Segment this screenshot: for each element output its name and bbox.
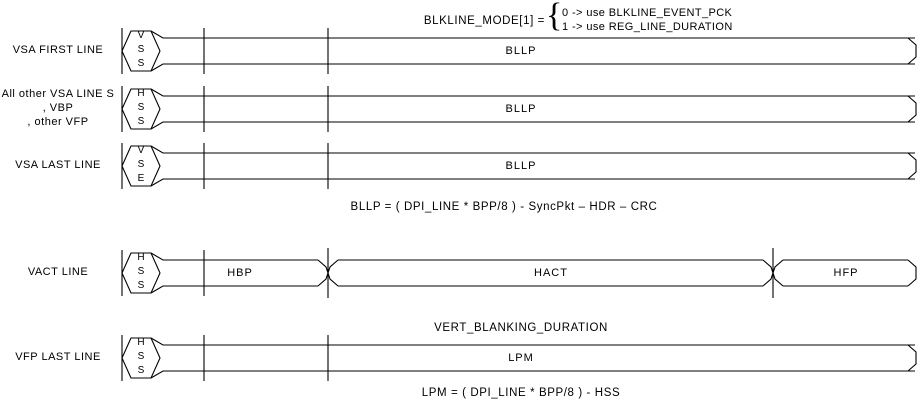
lpm-formula: LPM = ( DPI_LINE * BPP/8 ) - HSS [421,387,621,399]
row-label-vsa-first-line: VSA FIRST LINE [12,44,104,56]
segment-label-lpm: LPM [508,352,534,364]
segment-label-hbp: HBP [227,267,253,279]
packet-letter-vss-1: V [137,30,145,41]
packet-letter-hss-row2-2: S [137,102,145,113]
row-vsa-first-line-waveform [121,28,917,74]
packet-letter-vse-1: V [137,145,145,156]
vert-blanking-duration-label: VERT_BLANKING_DURATION [434,322,608,334]
row-vact-line-waveform [121,248,917,298]
segment-label-bllp-row3: BLLP [505,160,537,172]
packet-letter-hss-row5-1: H [137,337,145,348]
row-other-vsa-lines-waveform [121,86,917,132]
row-label-vact-line: VACT LINE [27,266,89,278]
packet-letter-hss-row5-2: S [137,351,145,362]
packet-letter-vse-3: E [137,173,145,184]
row-vsa-last-line-waveform [121,143,917,189]
packet-letter-hss-row2-3: S [137,116,145,127]
row-label-other-vsa-line-3: , other VFP [27,116,89,128]
brace-glyph: { [546,0,563,34]
row-label-vsa-last-line: VSA LAST LINE [15,159,101,171]
packet-letter-hss-row2-1: H [137,88,145,99]
row-label-other-vsa-line-2: , VBP [42,102,74,114]
packet-letter-hss-row4-2: S [137,266,145,277]
segment-label-hact: HACT [534,267,568,279]
blkline-mode-label: BLKLINE_MODE[1] = [423,15,545,27]
blkline-mode-option-0: 0 -> use BLKLINE_EVENT_PCK [562,7,733,19]
packet-letter-hss-row4-3: S [137,280,145,291]
row-vfp-last-line-waveform [121,335,917,381]
segment-label-hfp: HFP [833,267,859,279]
packet-letter-vse-2: S [137,159,145,170]
packet-letter-vss-2: S [137,44,145,55]
blkline-mode-option-1: 1 -> use REG_LINE_DURATION [562,21,733,33]
packet-letter-hss-row4-1: H [137,252,145,263]
packet-letter-hss-row5-3: S [137,365,145,376]
segment-label-bllp-row1: BLLP [505,45,537,57]
row-label-vfp-last-line: VFP LAST LINE [15,351,101,363]
packet-letter-vss-3: S [137,58,145,69]
row-label-other-vsa-line-1: All other VSA LINE S [1,88,115,100]
bllp-formula: BLLP = ( DPI_LINE * BPP/8 ) - SyncPkt – … [350,201,658,213]
segment-label-bllp-row2: BLLP [505,103,537,115]
